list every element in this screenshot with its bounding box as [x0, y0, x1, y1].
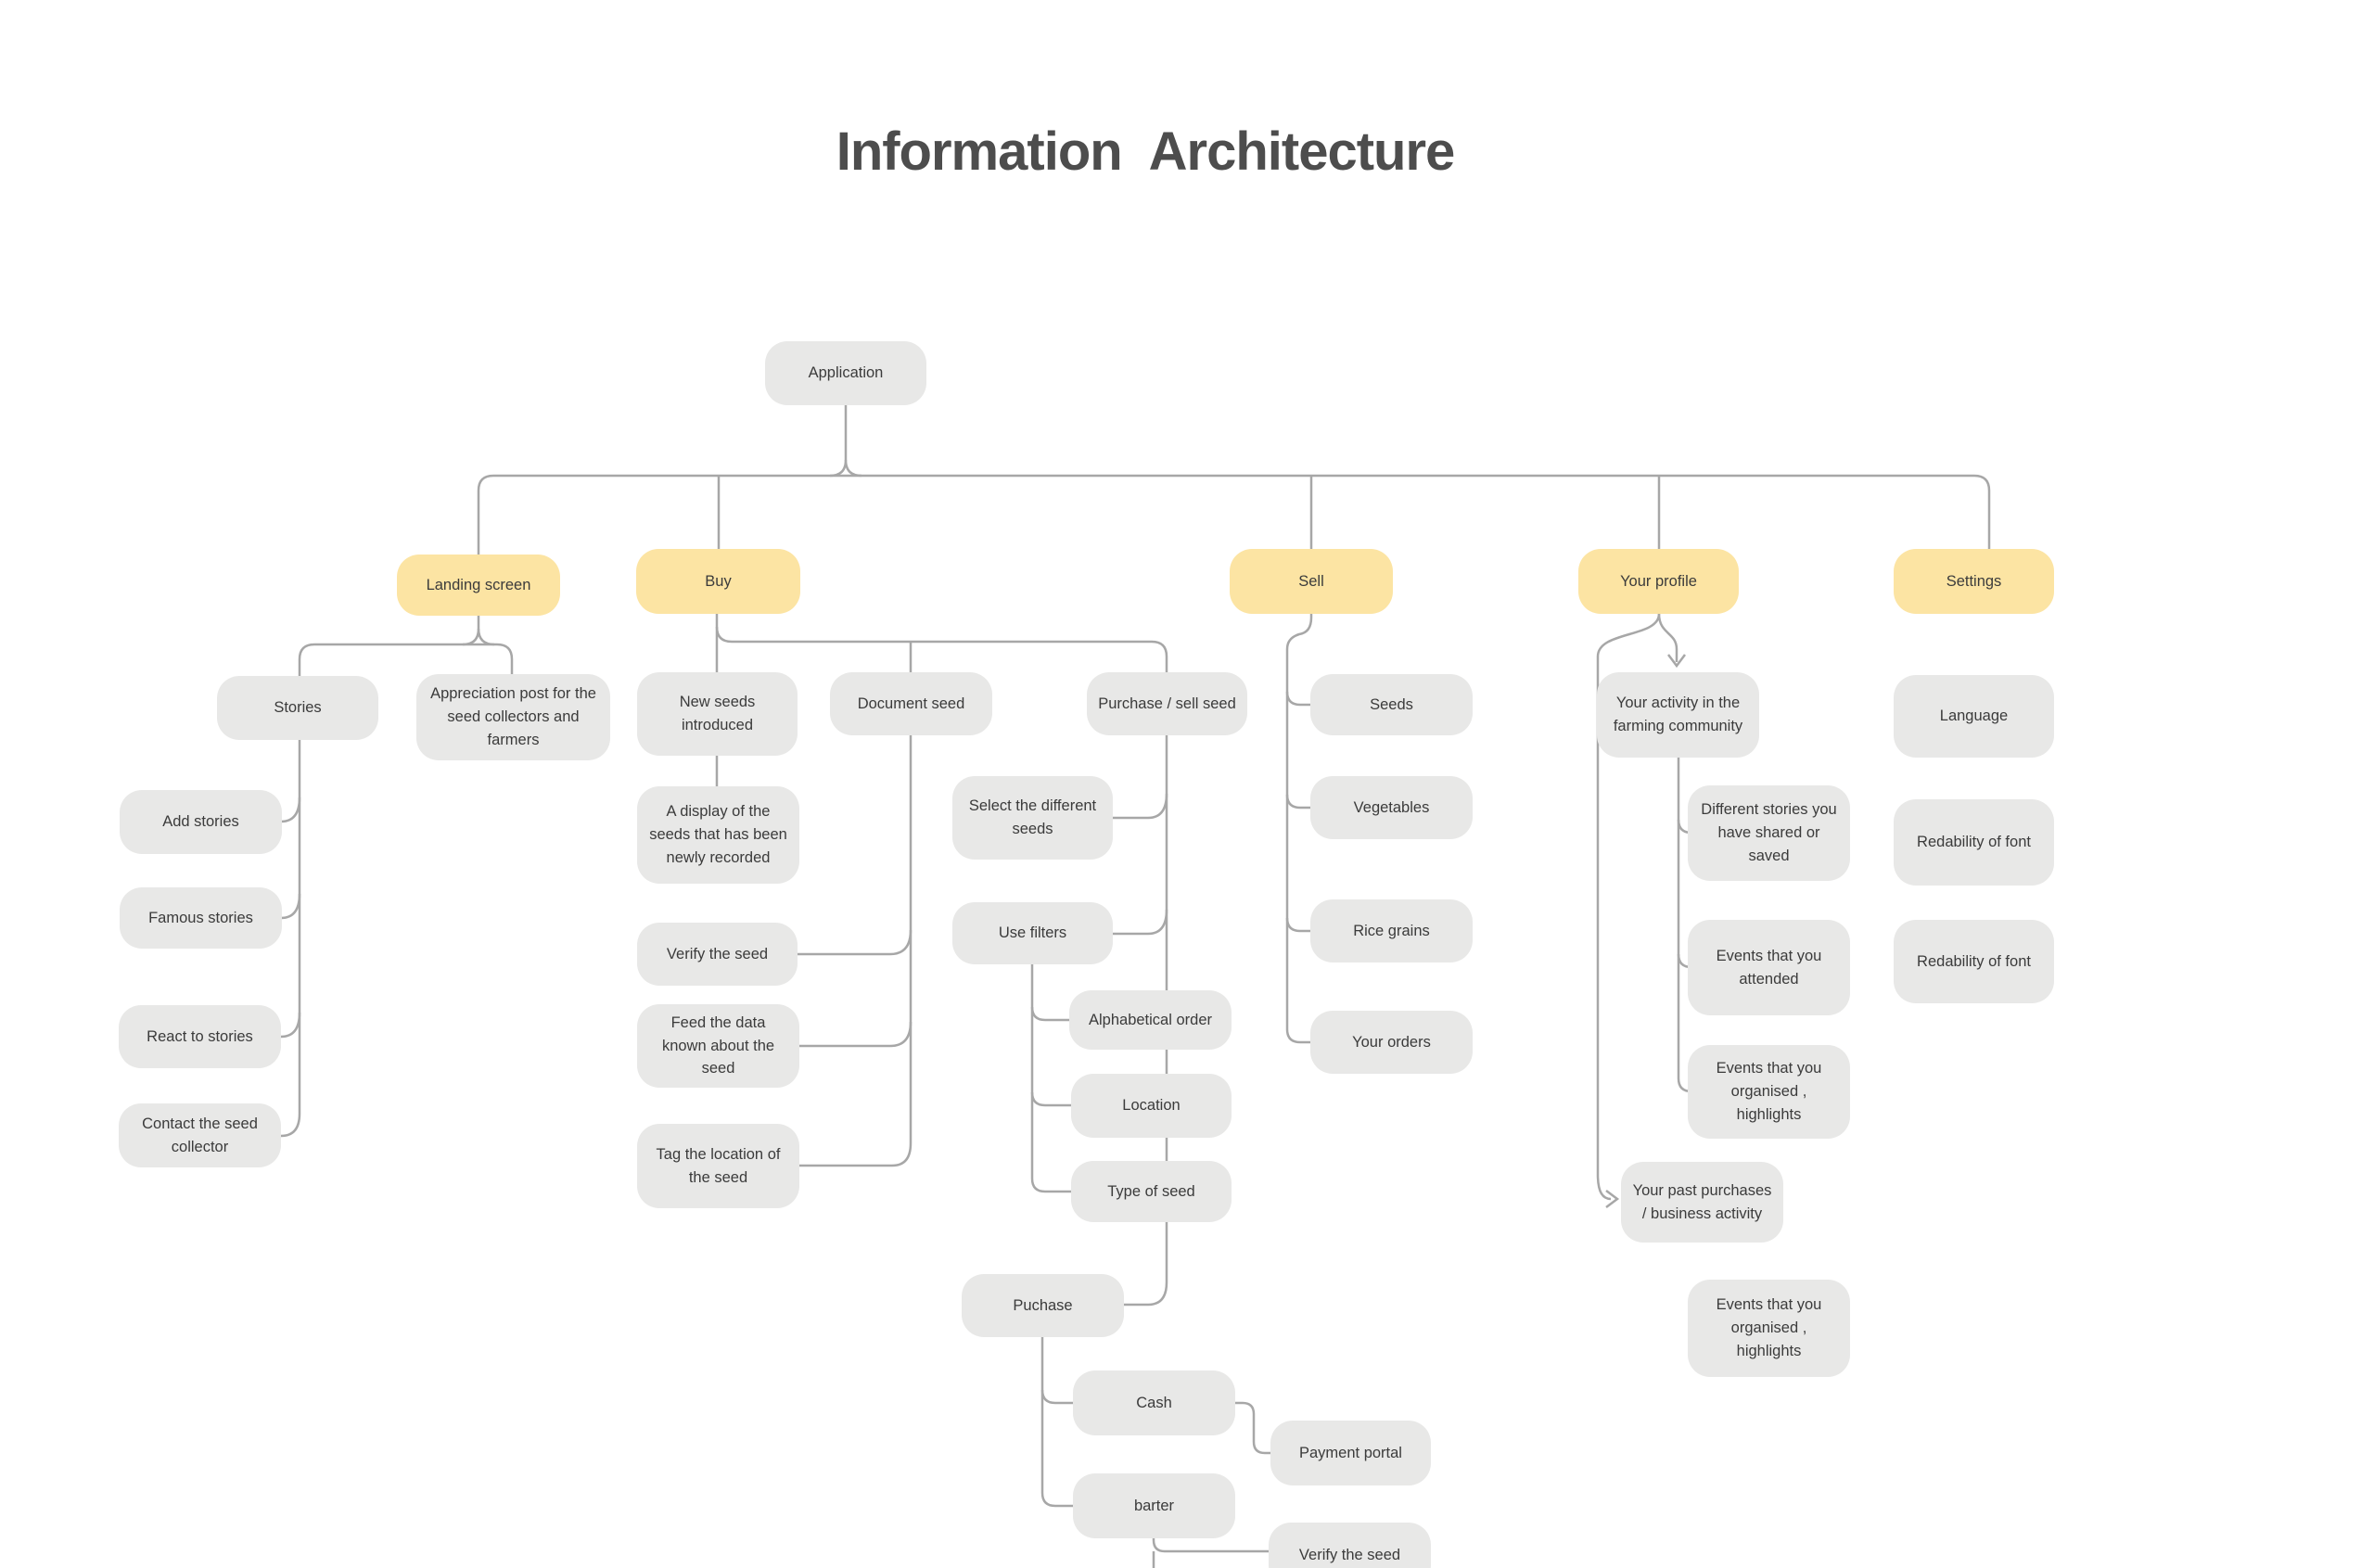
connector — [1040, 1337, 1073, 1508]
connector — [298, 643, 514, 676]
connector — [280, 1012, 301, 1039]
node-payment-portal[interactable]: Payment portal — [1270, 1421, 1431, 1485]
connector — [462, 616, 480, 646]
node-cash[interactable]: Cash — [1073, 1370, 1235, 1435]
node-sell[interactable]: Sell — [1230, 549, 1393, 614]
connector — [1152, 1538, 1269, 1553]
node-barter[interactable]: barter — [1073, 1473, 1235, 1538]
node-use-filters[interactable]: Use filters — [952, 902, 1113, 964]
connector — [1657, 613, 1678, 662]
node-document-seed[interactable]: Document seed — [830, 672, 992, 735]
node-type-of-seed[interactable]: Type of seed — [1071, 1161, 1232, 1222]
connector — [1605, 1190, 1620, 1208]
connector — [829, 405, 848, 478]
connector — [280, 740, 301, 1138]
connector — [1124, 735, 1168, 1307]
connector — [1113, 909, 1168, 936]
node-alphabetical-order[interactable]: Alphabetical order — [1069, 990, 1232, 1050]
node-location[interactable]: Location — [1071, 1074, 1232, 1138]
node-settings[interactable]: Settings — [1894, 549, 2054, 614]
node-add-stories[interactable]: Add stories — [120, 790, 282, 854]
connector — [1285, 794, 1310, 809]
node-feed-the-data[interactable]: Feed the data known about the seed — [637, 1004, 799, 1088]
node-select-different-seeds[interactable]: Select the different seeds — [952, 776, 1113, 860]
node-verify-the-seed-buy[interactable]: Verify the seed — [637, 923, 798, 986]
node-rice-grains[interactable]: Rice grains — [1310, 899, 1473, 962]
node-puchase[interactable]: Puchase — [962, 1274, 1124, 1337]
node-contact-seed-collector[interactable]: Contact the seed collector — [119, 1103, 281, 1167]
connector — [1030, 1006, 1069, 1022]
node-redability-of-font-2[interactable]: Redability of font — [1894, 920, 2054, 1003]
connector — [798, 929, 913, 956]
node-appreciation-post[interactable]: Appreciation post for the seed collector… — [416, 674, 610, 760]
node-landing-screen[interactable]: Landing screen — [397, 555, 560, 616]
connector — [715, 626, 1168, 672]
node-display-of-seeds[interactable]: A display of the seeds that has been new… — [637, 786, 799, 884]
connector — [477, 628, 495, 646]
connector — [1285, 691, 1310, 707]
connector — [1030, 964, 1071, 1193]
node-different-stories[interactable]: Different stories you have shared or sav… — [1688, 785, 1850, 881]
node-events-attended[interactable]: Events that you attended — [1688, 920, 1850, 1015]
connector — [1285, 917, 1310, 933]
node-seeds[interactable]: Seeds — [1310, 674, 1473, 735]
page-title: Information Architecture — [836, 121, 1456, 182]
node-your-profile[interactable]: Your profile — [1578, 549, 1739, 614]
connector — [1596, 613, 1661, 1201]
connector — [844, 459, 862, 478]
node-tag-the-location[interactable]: Tag the location of the seed — [637, 1124, 799, 1208]
node-react-to-stories[interactable]: React to stories — [119, 1005, 281, 1068]
node-stories[interactable]: Stories — [217, 676, 378, 740]
node-purchase-sell-seed[interactable]: Purchase / sell seed — [1087, 672, 1247, 735]
connector — [1040, 1389, 1073, 1405]
connector — [280, 797, 301, 823]
node-events-organised-1[interactable]: Events that you organised , highlights — [1688, 1045, 1850, 1139]
connector — [1667, 654, 1686, 669]
node-events-organised-2[interactable]: Events that you organised , highlights — [1688, 1280, 1850, 1377]
connector — [1030, 1091, 1071, 1107]
node-application[interactable]: Application — [765, 341, 926, 405]
node-famous-stories[interactable]: Famous stories — [120, 887, 282, 949]
node-your-activity[interactable]: Your activity in the farming community — [1597, 672, 1759, 758]
connector — [1113, 793, 1168, 820]
node-verify-the-seed-barter[interactable]: Verify the seed — [1269, 1523, 1431, 1568]
node-new-seeds-introduced[interactable]: New seeds introduced — [637, 672, 798, 756]
node-redability-of-font-1[interactable]: Redability of font — [1894, 799, 2054, 886]
connector — [1285, 614, 1313, 1044]
connector — [280, 893, 301, 920]
connector — [477, 474, 1991, 555]
connector — [799, 735, 913, 1167]
node-your-orders[interactable]: Your orders — [1310, 1011, 1473, 1074]
node-language[interactable]: Language — [1894, 675, 2054, 758]
connector — [799, 1021, 913, 1048]
connector — [1235, 1401, 1270, 1455]
node-vegetables[interactable]: Vegetables — [1310, 776, 1473, 839]
node-buy[interactable]: Buy — [636, 549, 800, 614]
node-past-purchases[interactable]: Your past purchases / business activity — [1621, 1162, 1783, 1243]
